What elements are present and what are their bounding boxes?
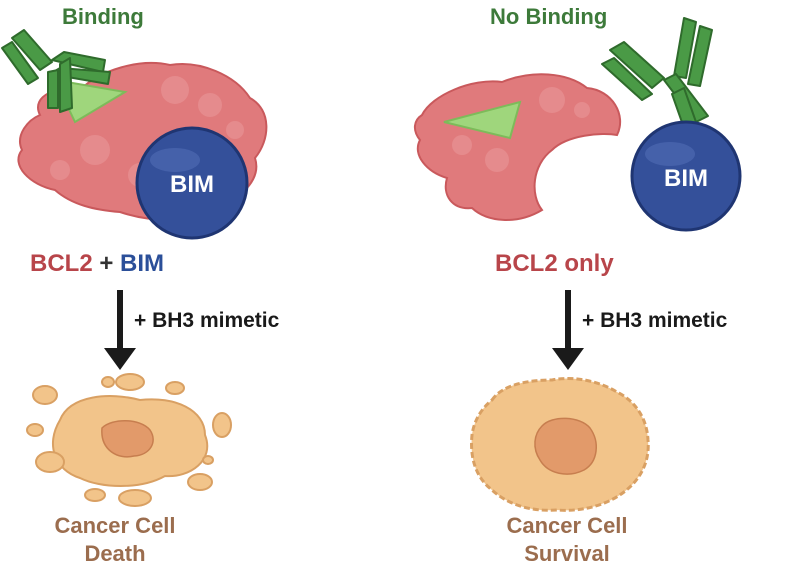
binding-heading: Binding (62, 4, 144, 29)
dead-cell-fragments (26, 373, 232, 507)
binding-illustration: BIM (1, 29, 268, 507)
no-binding-heading: No Binding (490, 4, 608, 29)
binding-site (443, 100, 522, 140)
down-arrow-icon (104, 290, 136, 370)
bcl2-only-label: BCL2 only (495, 250, 614, 277)
bim-ball: BIM (630, 120, 742, 232)
no-binding-panel: BIM No Binding BCL2 only + BH3 mimetic C… (402, 0, 804, 572)
cell-nucleus (534, 417, 597, 475)
plus-label: + (92, 250, 121, 277)
binding-panel: BIM Binding BCL2 + BIM + BH3 mimetic (1, 4, 280, 568)
outcome-line-2: Survival (524, 541, 610, 566)
outcome-line-2: Death (84, 541, 146, 566)
cell-death-outcome: Cancer Cell Death (15, 512, 215, 568)
bim-label: BIM (664, 165, 708, 192)
antibody-icon (601, 17, 713, 129)
protein-texture (452, 87, 590, 172)
no-binding-illustration: BIM (414, 17, 742, 512)
binding-status-label: BCL2 + BIM (30, 250, 164, 278)
bcl2-protein-blob (414, 73, 622, 221)
bim-label: BIM (170, 171, 214, 198)
outcome-line-1: Cancer Cell (506, 513, 628, 538)
bh3-mimetic-label: + BH3 mimetic (134, 309, 280, 332)
down-arrow-icon (552, 290, 584, 370)
bim-status-label: BIM (120, 250, 165, 277)
dead-cell-nucleus (101, 420, 154, 458)
cell-survival-outcome: Cancer Cell Survival (462, 512, 672, 568)
bim-ball: BIM (135, 126, 249, 240)
no-binding-status-label: BCL2 only (495, 250, 614, 278)
outcome-line-1: Cancer Cell (54, 513, 176, 538)
bcl2-label: BCL2 (30, 250, 93, 277)
antibody-icon (1, 29, 111, 113)
bh3-mimetic-label: + BH3 mimetic (582, 309, 728, 332)
